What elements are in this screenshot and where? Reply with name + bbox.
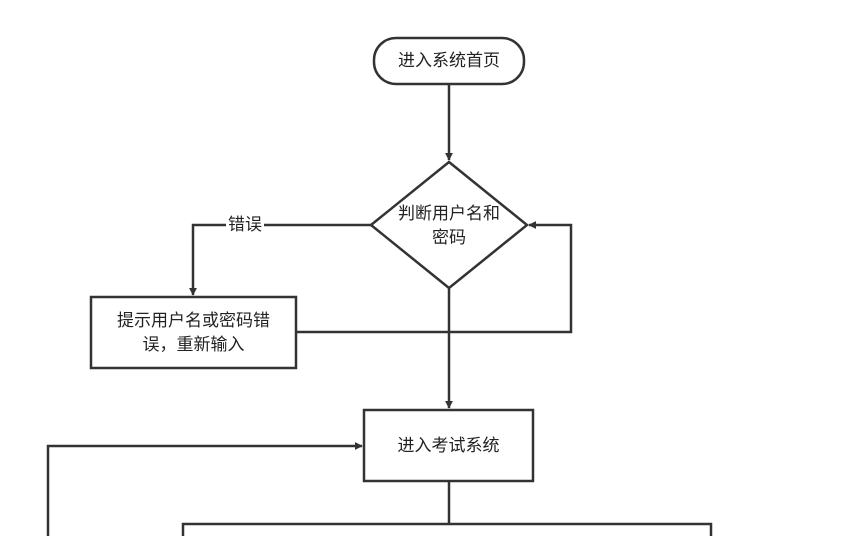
exam-node-label: 进入考试系统 xyxy=(364,410,533,481)
decision-text-line1: 判断用户名和 xyxy=(398,204,500,224)
edge-label-error: 错误 xyxy=(226,215,264,235)
edge-return-to-exam xyxy=(46,442,363,536)
edge-error-loop-back xyxy=(296,221,573,334)
edge-label-error-text: 错误 xyxy=(228,215,262,235)
exam-node-text: 进入考试系统 xyxy=(397,435,500,456)
error-node-label: 提示用户名或密码错 误，重新输入 xyxy=(91,297,296,368)
decision-text-line2: 密码 xyxy=(432,228,466,248)
error-text-line2: 误，重新输入 xyxy=(142,334,245,355)
start-node-text: 进入系统首页 xyxy=(398,51,500,71)
decision-node-label: 判断用户名和 密码 xyxy=(371,200,527,252)
edge-decision-to-error xyxy=(189,223,371,296)
error-text-line1: 提示用户名或密码错 xyxy=(117,310,270,331)
branch-bar xyxy=(181,522,713,536)
error-process-box xyxy=(89,295,298,370)
start-node-label: 进入系统首页 xyxy=(374,38,524,84)
exam-process-box xyxy=(362,408,535,483)
